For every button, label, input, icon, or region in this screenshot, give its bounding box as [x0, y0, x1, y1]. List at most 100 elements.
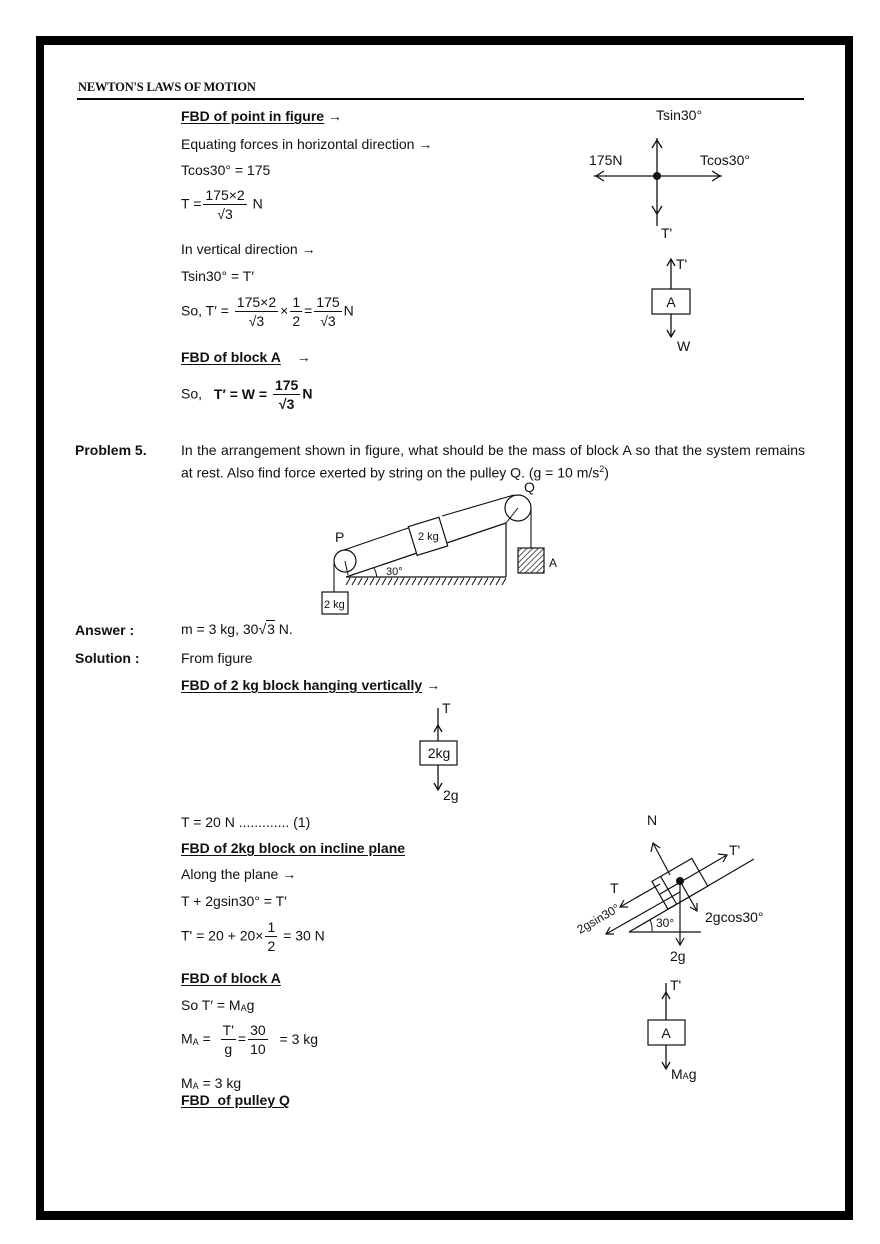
hanging-block-label: 2 kg — [324, 599, 345, 611]
heading-fbd-block-a: FBD of block A → — [181, 349, 311, 365]
denominator: √3 — [278, 396, 295, 412]
arrow-up-icon — [666, 257, 676, 267]
eq-rhs: = 3 kg — [279, 1030, 319, 1047]
numerator: 175×2 — [203, 187, 247, 205]
block-a-hatched — [517, 547, 545, 574]
times: × — [280, 302, 289, 319]
arrow-weight-icon — [675, 937, 685, 947]
block-a-box — [647, 1019, 686, 1046]
equals: = — [304, 302, 313, 319]
sqrt: √3 — [258, 620, 275, 637]
denominator: 10 — [250, 1041, 266, 1057]
arrow-down-icon — [433, 782, 443, 792]
label-tprime: T' — [670, 977, 681, 993]
label-tcos: Tcos30° — [700, 152, 750, 168]
page-border — [36, 36, 853, 1220]
label-m: M — [671, 1066, 683, 1082]
fraction: 175×2√3 — [234, 294, 279, 330]
radicand: 3 — [266, 620, 275, 637]
arrow-2gsin-icon — [604, 926, 614, 935]
fraction: 175√3 — [314, 294, 342, 330]
pulley-q-label: Q — [524, 479, 535, 495]
numerator: 175×2 — [234, 294, 279, 312]
fbd-point-diagram: Tsin30° 175N Tcos30° T' — [589, 107, 750, 241]
label-w: W — [677, 338, 691, 354]
label-t: T — [442, 700, 451, 716]
heading-text: FBD of point in figure — [181, 108, 325, 124]
block-label: 2kg — [428, 745, 451, 761]
eq-bold: T′ = W = — [213, 385, 268, 402]
eq-rhs: = 30 N — [283, 927, 325, 944]
label-tsin: Tsin30° — [656, 107, 702, 123]
chapter-header: NEWTON'S LAWS OF MOTION — [78, 80, 256, 94]
answer-post: N. — [274, 621, 293, 637]
arrow: → — [296, 349, 311, 365]
answer-label: Answer : — [75, 622, 135, 638]
subscript: A — [192, 1081, 199, 1091]
eq-text: So T′ = M — [181, 997, 241, 1013]
radicand: 3 — [327, 313, 336, 329]
fbd-hanging-block-diagram: 2kg T 2g — [419, 700, 459, 803]
fraction: 175√3 — [272, 377, 301, 413]
superscript: 2 — [599, 464, 605, 474]
equals: = — [198, 1030, 211, 1047]
fbd-block-a-diagram: A T' W — [651, 256, 691, 354]
arrow-up-icon — [661, 990, 671, 1000]
label-tprime: T' — [729, 842, 740, 858]
denominator: 2 — [292, 313, 301, 329]
fraction: 175×2√3 — [203, 187, 247, 223]
line-vertical: In vertical direction → — [181, 241, 316, 257]
equals: = — [237, 1030, 247, 1047]
heading-fbd-block-a-2: FBD of block A — [181, 970, 281, 986]
denominator: 2 — [267, 938, 276, 954]
unit: N — [302, 385, 313, 402]
eq-lhs: So, T′ = — [181, 302, 229, 319]
numerator: 175 — [314, 294, 342, 312]
numerator: T' — [220, 1022, 236, 1040]
denominator: √3 — [320, 313, 336, 329]
arrow-2gcos-icon — [689, 903, 698, 913]
problem-body: In the arrangement shown in figure, what… — [181, 442, 805, 481]
label-sub: A — [683, 1071, 689, 1081]
label-n: N — [647, 812, 657, 828]
arrow-tprime-icon — [717, 853, 728, 863]
unit: N — [252, 195, 263, 212]
numerator: 1 — [290, 294, 303, 312]
subscript: A — [240, 1003, 247, 1013]
line-horizontal: Equating forces in horizontal direction … — [181, 136, 433, 152]
arrow-n-icon — [650, 841, 661, 853]
subscript: A — [192, 1036, 199, 1047]
problem-label: Problem 5. — [75, 442, 147, 458]
solution-intro: From figure — [181, 650, 253, 666]
denominator: √3 — [217, 206, 233, 222]
block-label: A — [661, 1025, 671, 1041]
point-dot-icon — [653, 172, 661, 180]
arrow-down-icon — [661, 1061, 671, 1071]
numerator: 1 — [265, 919, 278, 937]
eq-so-tprime: So T′ = MAg — [181, 997, 254, 1013]
problem-text: In the arrangement shown in figure, what… — [181, 441, 805, 483]
header-rule — [77, 98, 804, 100]
block-label: A — [666, 294, 676, 310]
eq-lhs: T' = 20 + 20× — [181, 927, 264, 944]
eq-ma-result: MA = 3 kg — [181, 1075, 241, 1091]
heading-fbd-point: FBD of point in figure → — [181, 108, 342, 124]
heading-fbd-pulley-q: FBD of pulley Q — [181, 1092, 290, 1108]
block-a-label: A — [549, 556, 557, 570]
label-2gcos: 2gcos30° — [705, 909, 764, 925]
heading-fbd-hanging: FBD of 2 kg block hanging vertically → — [181, 677, 440, 693]
angle-label: 30° — [386, 566, 403, 578]
arrow-down-icon — [651, 205, 663, 216]
label-mag: MAg — [671, 1066, 696, 1082]
incline-pulley-setup-diagram: 30° P Q 2 kg 2 kg A — [321, 479, 557, 615]
label-g: g — [689, 1066, 697, 1082]
radicand: 3 — [286, 396, 295, 412]
eq-tsin: Tsin30° = T′ — [181, 268, 254, 284]
label-175n: 175N — [589, 152, 622, 168]
arrow-t-icon — [618, 899, 628, 908]
label-t: T — [610, 880, 619, 896]
angle-label: 30° — [656, 916, 674, 930]
